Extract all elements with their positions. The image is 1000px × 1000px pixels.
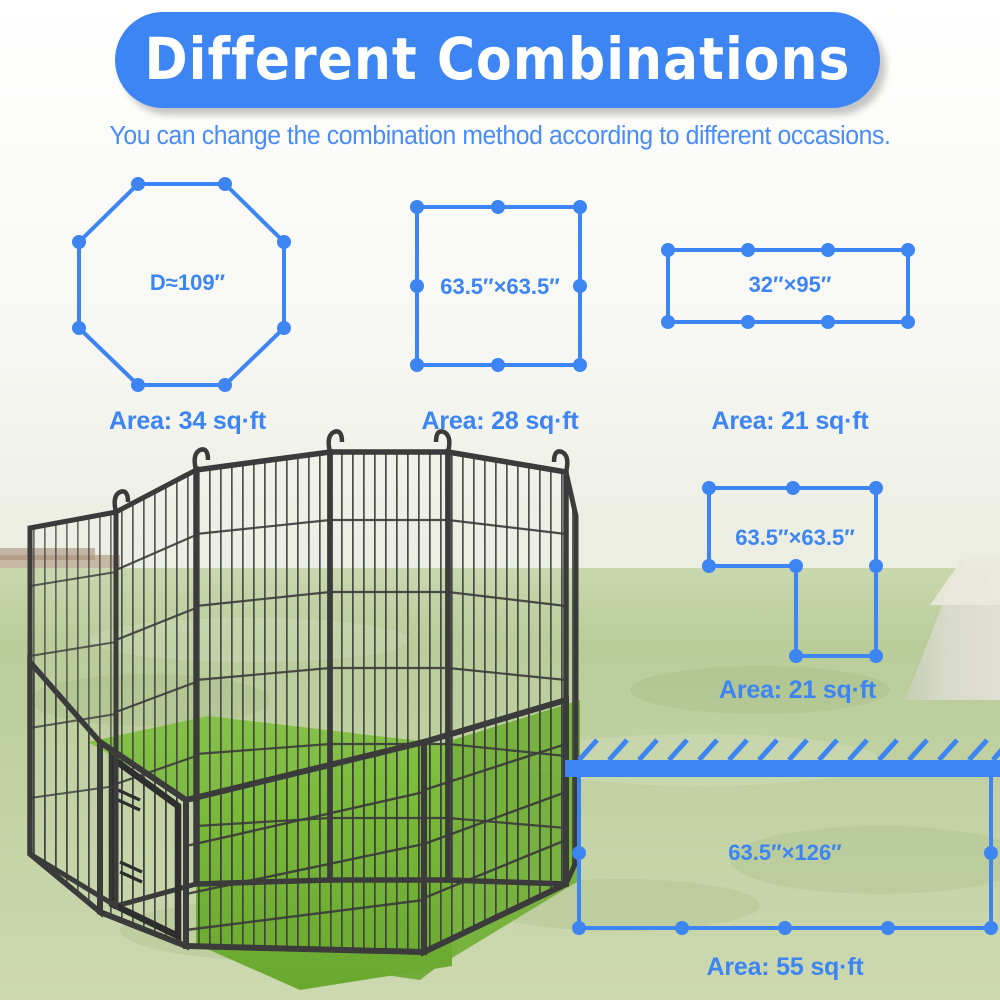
l-shape-area-label: Area: 21 sq·ft (719, 676, 876, 704)
wall-bar (565, 760, 1000, 777)
square-dimension-label: 63.5″×63.5″ (440, 274, 560, 299)
wall-shape-area-label: Area: 55 sq·ft (706, 953, 864, 981)
diagram-l-shape (702, 481, 883, 663)
octagon-dimension-label: D≈109″ (149, 270, 226, 295)
square-area-label: Area: 28 sq·ft (421, 407, 579, 435)
wall-hatch-marks (577, 738, 1000, 762)
rectangle-dimension-label: 32″×95″ (748, 272, 832, 297)
rectangle-area-label: Area: 21 sq·ft (711, 407, 869, 435)
diagram-wall-shape (565, 738, 1000, 935)
diagram-square (410, 200, 587, 372)
diagram-rectangle (661, 243, 915, 329)
diagram-octagon (72, 177, 291, 392)
octagon-area-label: Area: 34 sq·ft (109, 407, 266, 435)
l-shape-dimension-label: 63.5″×63.5″ (735, 525, 855, 550)
wall-shape-dimension-label: 63.5″×126″ (728, 840, 842, 865)
title-banner: Different Combinations (115, 12, 880, 108)
page-title: Different Combinations (144, 26, 851, 94)
subtitle-text: You can change the combination method ac… (109, 122, 891, 150)
